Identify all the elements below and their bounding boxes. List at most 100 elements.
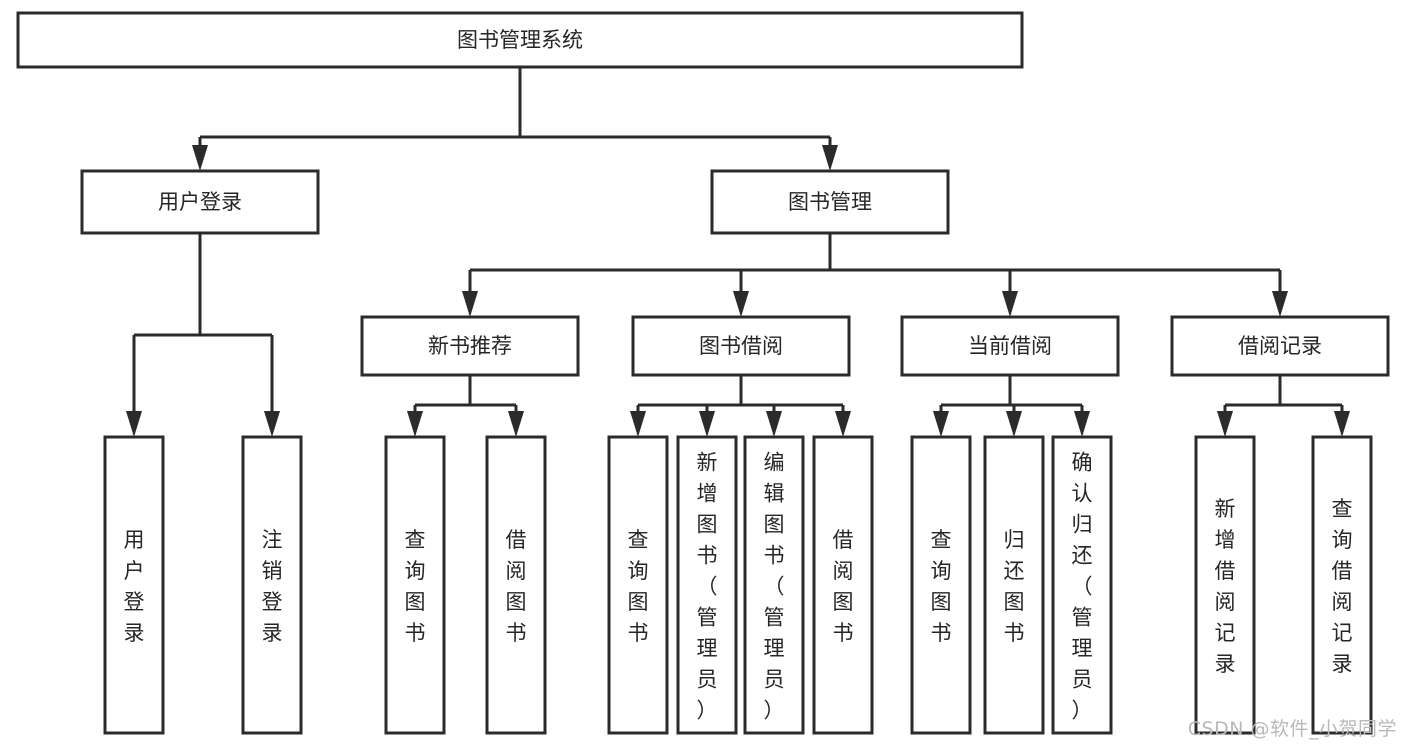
- arrow-to-new-book-recommend: [462, 270, 478, 317]
- connector-layer: [126, 67, 1350, 437]
- arrow-to-leaf-borrow-book-1: [508, 405, 524, 437]
- node-box[interactable]: [1051, 435, 1113, 735]
- node-label: 用户登录: [158, 190, 242, 214]
- node-root-system[interactable]: 图书管理系统: [16, 11, 1024, 69]
- node-leaf-query-record[interactable]: 查询借阅记录: [1311, 435, 1373, 735]
- node-box[interactable]: [485, 435, 547, 735]
- arrow-head-icon: [407, 411, 423, 437]
- arrow-head-icon: [933, 411, 949, 437]
- arrow-head-icon: [733, 291, 749, 317]
- node-borrow-record[interactable]: 借阅记录: [1170, 315, 1390, 377]
- node-leaf-query-book-3[interactable]: 查询图书: [910, 435, 972, 735]
- arrow-head-icon: [1217, 411, 1233, 437]
- node-leaf-add-record[interactable]: 新增借阅记录: [1194, 435, 1256, 735]
- arrow-head-icon: [766, 411, 782, 437]
- node-current-borrow[interactable]: 当前借阅: [900, 315, 1120, 377]
- arrow-to-book-borrow: [733, 270, 749, 317]
- node-box[interactable]: [900, 315, 1120, 377]
- arrow-head-icon: [1272, 291, 1288, 317]
- node-label: 归还图书: [1004, 528, 1025, 645]
- arrow-head-icon: [835, 411, 851, 437]
- node-label: 查询图书: [628, 528, 649, 645]
- arrow-to-leaf-edit-book: [766, 405, 782, 437]
- arrow-head-icon: [1002, 291, 1018, 317]
- node-label: 查询图书: [931, 528, 952, 645]
- node-leaf-borrow-book-1[interactable]: 借阅图书: [485, 435, 547, 735]
- node-label: 借阅图书: [506, 528, 527, 645]
- arrow-to-leaf-add-book: [699, 405, 715, 437]
- node-box[interactable]: [710, 169, 950, 235]
- node-leaf-return-book[interactable]: 归还图书: [983, 435, 1045, 735]
- node-label: 查询借阅记录: [1332, 497, 1353, 676]
- arrow-head-icon: [462, 291, 478, 317]
- node-leaf-logout[interactable]: 注销登录: [241, 435, 303, 735]
- node-book-borrow[interactable]: 图书借阅: [631, 315, 851, 377]
- arrow-head-icon: [126, 411, 142, 437]
- node-new-book-recommend[interactable]: 新书推荐: [360, 315, 580, 377]
- arrow-head-icon: [1006, 411, 1022, 437]
- arrow-head-icon: [192, 145, 208, 171]
- node-leaf-query-book-2[interactable]: 查询图书: [607, 435, 669, 735]
- node-box[interactable]: [384, 435, 446, 735]
- arrow-to-leaf-return-book: [1006, 405, 1022, 437]
- node-leaf-edit-book[interactable]: 编辑图书（管理员）: [743, 435, 805, 735]
- arrow-to-current-borrow: [1002, 270, 1018, 317]
- arrow-to-leaf-borrow-book-2: [835, 405, 851, 437]
- node-box[interactable]: [607, 435, 669, 735]
- arrow-to-leaf-query-book-1: [407, 405, 423, 437]
- arrow-to-leaf-logout: [264, 335, 280, 437]
- node-box[interactable]: [1194, 435, 1256, 735]
- arrow-head-icon: [264, 411, 280, 437]
- node-label: 新增借阅记录: [1215, 497, 1236, 676]
- node-box[interactable]: [1311, 435, 1373, 735]
- node-leaf-query-book-1[interactable]: 查询图书: [384, 435, 446, 735]
- node-leaf-confirm-return[interactable]: 确认归还（管理员）: [1051, 435, 1113, 735]
- watermark-text: CSDN @软件_小贺同学: [1187, 718, 1397, 740]
- arrow-head-icon: [822, 145, 838, 171]
- node-leaf-add-book[interactable]: 新增图书（管理员）: [676, 435, 738, 735]
- node-label: 新书推荐: [428, 334, 512, 358]
- node-label: 新增图书（管理员）: [697, 451, 718, 723]
- node-leaf-user-login[interactable]: 用户登录: [103, 435, 165, 735]
- arrow-to-leaf-add-record: [1217, 405, 1233, 437]
- node-box[interactable]: [676, 435, 738, 735]
- node-box[interactable]: [631, 315, 851, 377]
- node-label: 图书管理系统: [457, 28, 583, 52]
- node-label: 确认归还（管理员）: [1072, 451, 1093, 723]
- arrow-to-borrow-record: [1272, 270, 1288, 317]
- arrow-head-icon: [699, 411, 715, 437]
- arrow-head-icon: [1074, 411, 1090, 437]
- node-box[interactable]: [743, 435, 805, 735]
- node-box[interactable]: [910, 435, 972, 735]
- node-label: 当前借阅: [968, 334, 1052, 358]
- arrow-to-leaf-query-book-2: [630, 405, 646, 437]
- node-user-login[interactable]: 用户登录: [80, 169, 320, 235]
- node-book-manage[interactable]: 图书管理: [710, 169, 950, 235]
- node-label: 查询图书: [405, 528, 426, 645]
- node-box[interactable]: [241, 435, 303, 735]
- arrow-to-user-login: [192, 137, 208, 171]
- node-box[interactable]: [1170, 315, 1390, 377]
- node-label: 借阅记录: [1238, 334, 1322, 358]
- arrow-head-icon: [508, 411, 524, 437]
- node-box[interactable]: [80, 169, 320, 235]
- node-label: 用户登录: [124, 528, 145, 645]
- node-box[interactable]: [360, 315, 580, 377]
- arrow-to-book-manage: [822, 137, 838, 171]
- node-box[interactable]: [103, 435, 165, 735]
- node-box[interactable]: [983, 435, 1045, 735]
- node-label: 借阅图书: [833, 528, 854, 645]
- node-box[interactable]: [16, 11, 1024, 69]
- node-label: 图书管理: [788, 190, 872, 214]
- arrow-head-icon: [630, 411, 646, 437]
- node-leaf-borrow-book-2[interactable]: 借阅图书: [812, 435, 874, 735]
- node-label: 注销登录: [262, 528, 283, 645]
- node-label: 编辑图书（管理员）: [764, 451, 785, 723]
- node-box[interactable]: [812, 435, 874, 735]
- arrow-head-icon: [1334, 411, 1350, 437]
- node-label: 图书借阅: [699, 334, 783, 358]
- arrow-to-leaf-query-record: [1334, 405, 1350, 437]
- arrow-to-leaf-user-login: [126, 335, 142, 437]
